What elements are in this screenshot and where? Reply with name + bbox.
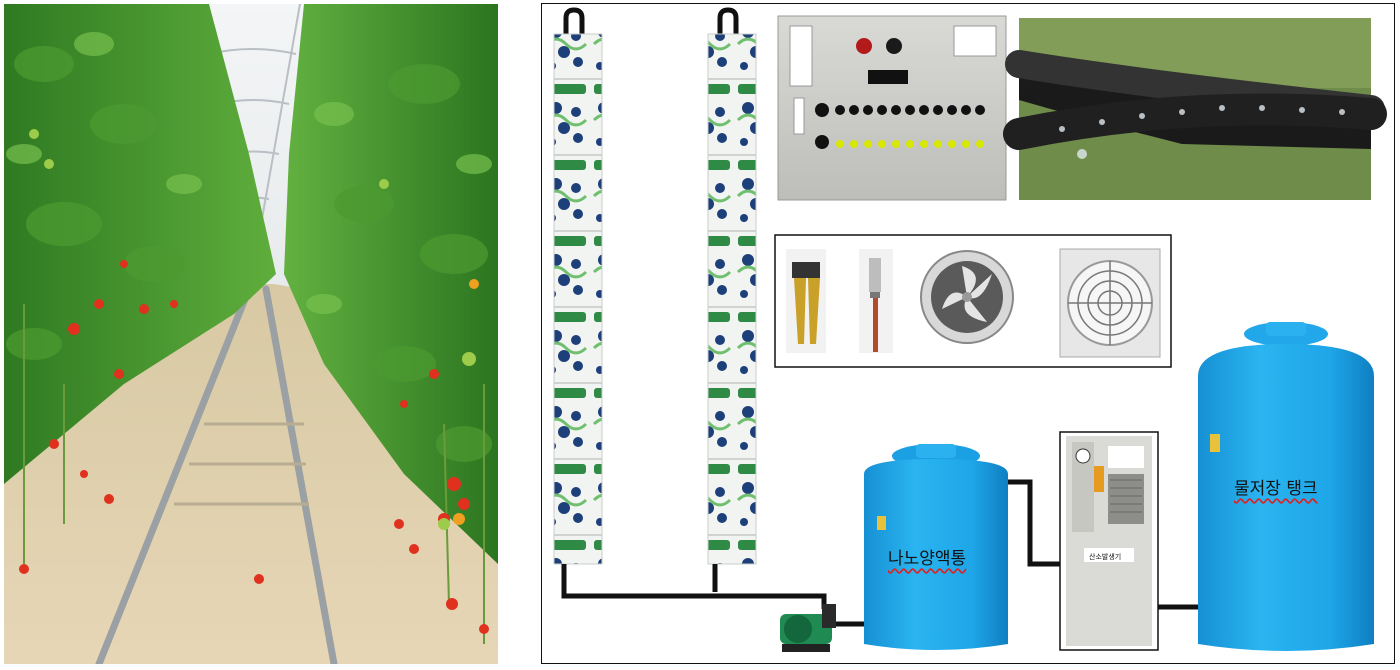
nano-pack-column-left [553,33,603,565]
oxygen-generator-unit [1059,431,1159,651]
hook-icon-right [717,7,739,36]
pump-icon [780,604,836,652]
oxygen-generator-label: 산소발생기 [1089,553,1122,561]
water-tank-label: 물저장 탱크 [1234,479,1318,499]
exhaust-fan-icon [920,250,1014,344]
greenhouse-tomato-photo [4,4,498,664]
control-panel-image [777,15,1007,201]
nano-nutrient-system-diagram: 나노양액통 물저장 탱크 산소발생기 [541,3,1395,664]
sensor-and-fan-box [774,234,1172,368]
drip-hose-image [1003,18,1387,200]
nano-tank-label: 나노양액통 [888,549,967,569]
soil-moisture-sensor-icon [786,249,826,353]
temperature-sensor-icon [859,249,893,353]
nano-nutrient-tank [864,444,1008,650]
hook-icon-left [563,7,585,36]
ventilation-fan-icon [1059,248,1161,358]
nano-pack-column-right [707,33,757,565]
water-storage-tank [1198,322,1374,651]
diagram-drawing [553,7,1387,652]
